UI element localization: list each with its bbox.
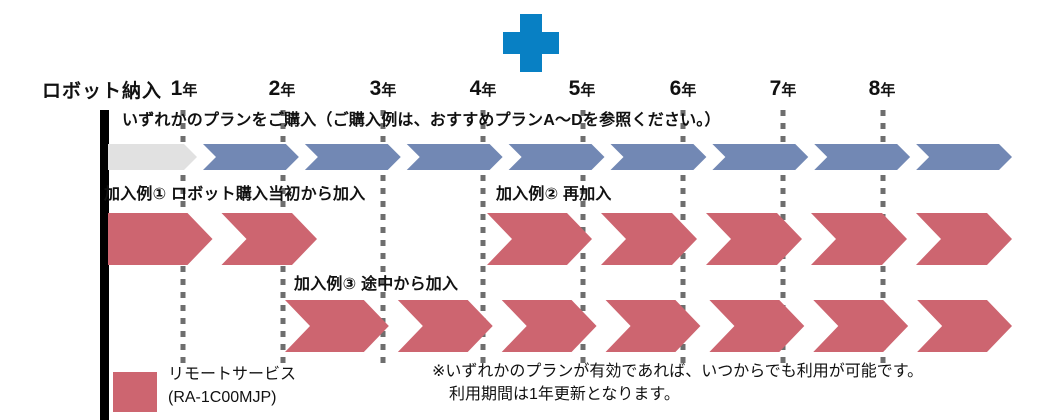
timeline-origin-label: ロボット納入 [42,81,163,102]
example1-label: 加入例① ロボット購入当初から加入 [104,186,366,203]
year-number: 2 [268,77,281,100]
year-tick-label: 8年 [869,77,896,101]
example2-band-segment [916,213,1012,265]
example2-band-segment [601,213,697,265]
legend-remote-service-name: リモートサービス [168,366,297,383]
example2-band-segment [487,213,592,265]
year-number: 5 [568,77,581,100]
year-tick-label: 2年 [269,77,296,101]
plan-band-segment [814,144,911,170]
example2-band-segment [811,213,907,265]
year-unit: 年 [481,82,497,99]
year-tick-label: 5年 [569,77,596,101]
example3-band-segment [397,300,493,352]
example3-band-segment [709,300,805,352]
example3-band-segment [605,300,701,352]
year-unit: 年 [681,82,697,99]
footnote-line2: 利用期間は1年更新となります。 [449,386,680,403]
year-unit: 年 [781,82,797,99]
year-unit: 年 [280,82,296,99]
year-tick-label: 1年 [171,77,198,101]
example3-label: 加入例③ 途中から加入 [294,276,459,293]
year-tick-label: 3年 [370,77,397,101]
delivery-axis-bar [100,110,109,420]
year-unit: 年 [580,82,596,99]
legend-remote-service-model: (RA-1C00MJP) [168,389,277,406]
year-number: 7 [769,77,782,100]
example1-band-segment [108,213,213,265]
example3-band-segment [285,300,389,352]
year-tick-label: 6年 [670,77,697,101]
example3-band-segment [813,300,909,352]
example3-band-segment [917,300,1012,352]
plan-band-segment [712,144,809,170]
plus-icon [520,14,542,72]
example2-band-segment [706,213,802,265]
year-unit: 年 [381,82,397,99]
plan-purchase-note: いずれかのプランをご購入（ご購入例は、おすすめプランA～Dを参照ください。） [122,112,721,129]
year-number: 8 [868,77,881,100]
example2-label: 加入例② 再加入 [496,186,612,203]
year-tick-label: 7年 [770,77,797,101]
plan-band-segment [916,144,1012,170]
year-unit: 年 [182,82,198,99]
example3-band-segment [501,300,597,352]
plan-band-segment [203,144,299,170]
year-number: 1 [170,77,183,100]
year-number: 4 [469,77,482,100]
year-unit: 年 [880,82,896,99]
plan-band-segment [304,144,401,170]
example1-band-segment [221,213,317,265]
year-number: 6 [669,77,682,100]
legend-remote-service-swatch [113,372,157,412]
year-number: 3 [369,77,382,100]
footnote-line1: ※いずれかのプランが有効であれば、いつからでも利用が可能です。 [432,363,924,380]
year-tick-label: 4年 [470,77,497,101]
plan-band-segment [406,144,503,170]
plan-band-segment [610,144,707,170]
plan-band-segment [508,144,605,170]
plan-band-lead-arrow [108,144,197,170]
